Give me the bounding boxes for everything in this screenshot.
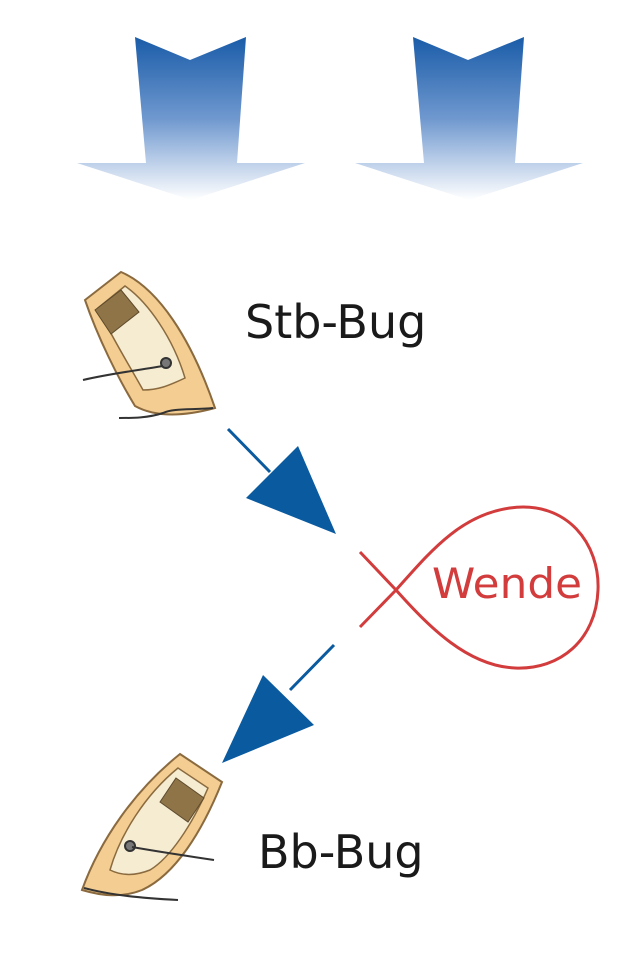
wind-arrows <box>77 37 583 200</box>
mast-icon <box>124 840 136 852</box>
sheet-line <box>118 407 214 419</box>
boat-cockpit <box>159 777 205 823</box>
sailboat-icon <box>82 270 217 419</box>
boat-cockpit <box>94 289 140 335</box>
course-arrow-icon <box>226 427 336 534</box>
sheet-line <box>131 846 215 861</box>
sailboat-icon <box>80 752 224 901</box>
starboard-tack-label: Stb-Bug <box>245 295 426 349</box>
tack-loop-icon <box>358 505 600 670</box>
course-arrow-icon <box>222 643 336 763</box>
tack-maneuver-label: Wende <box>432 559 582 608</box>
wind-arrow-icon <box>355 37 583 200</box>
wind-arrow-icon <box>77 37 305 200</box>
sheet-line <box>82 365 164 381</box>
port-tack-label: Bb-Bug <box>258 825 424 879</box>
tack-loop <box>358 505 600 670</box>
sheet-line <box>83 887 179 901</box>
mast-icon <box>160 357 172 369</box>
